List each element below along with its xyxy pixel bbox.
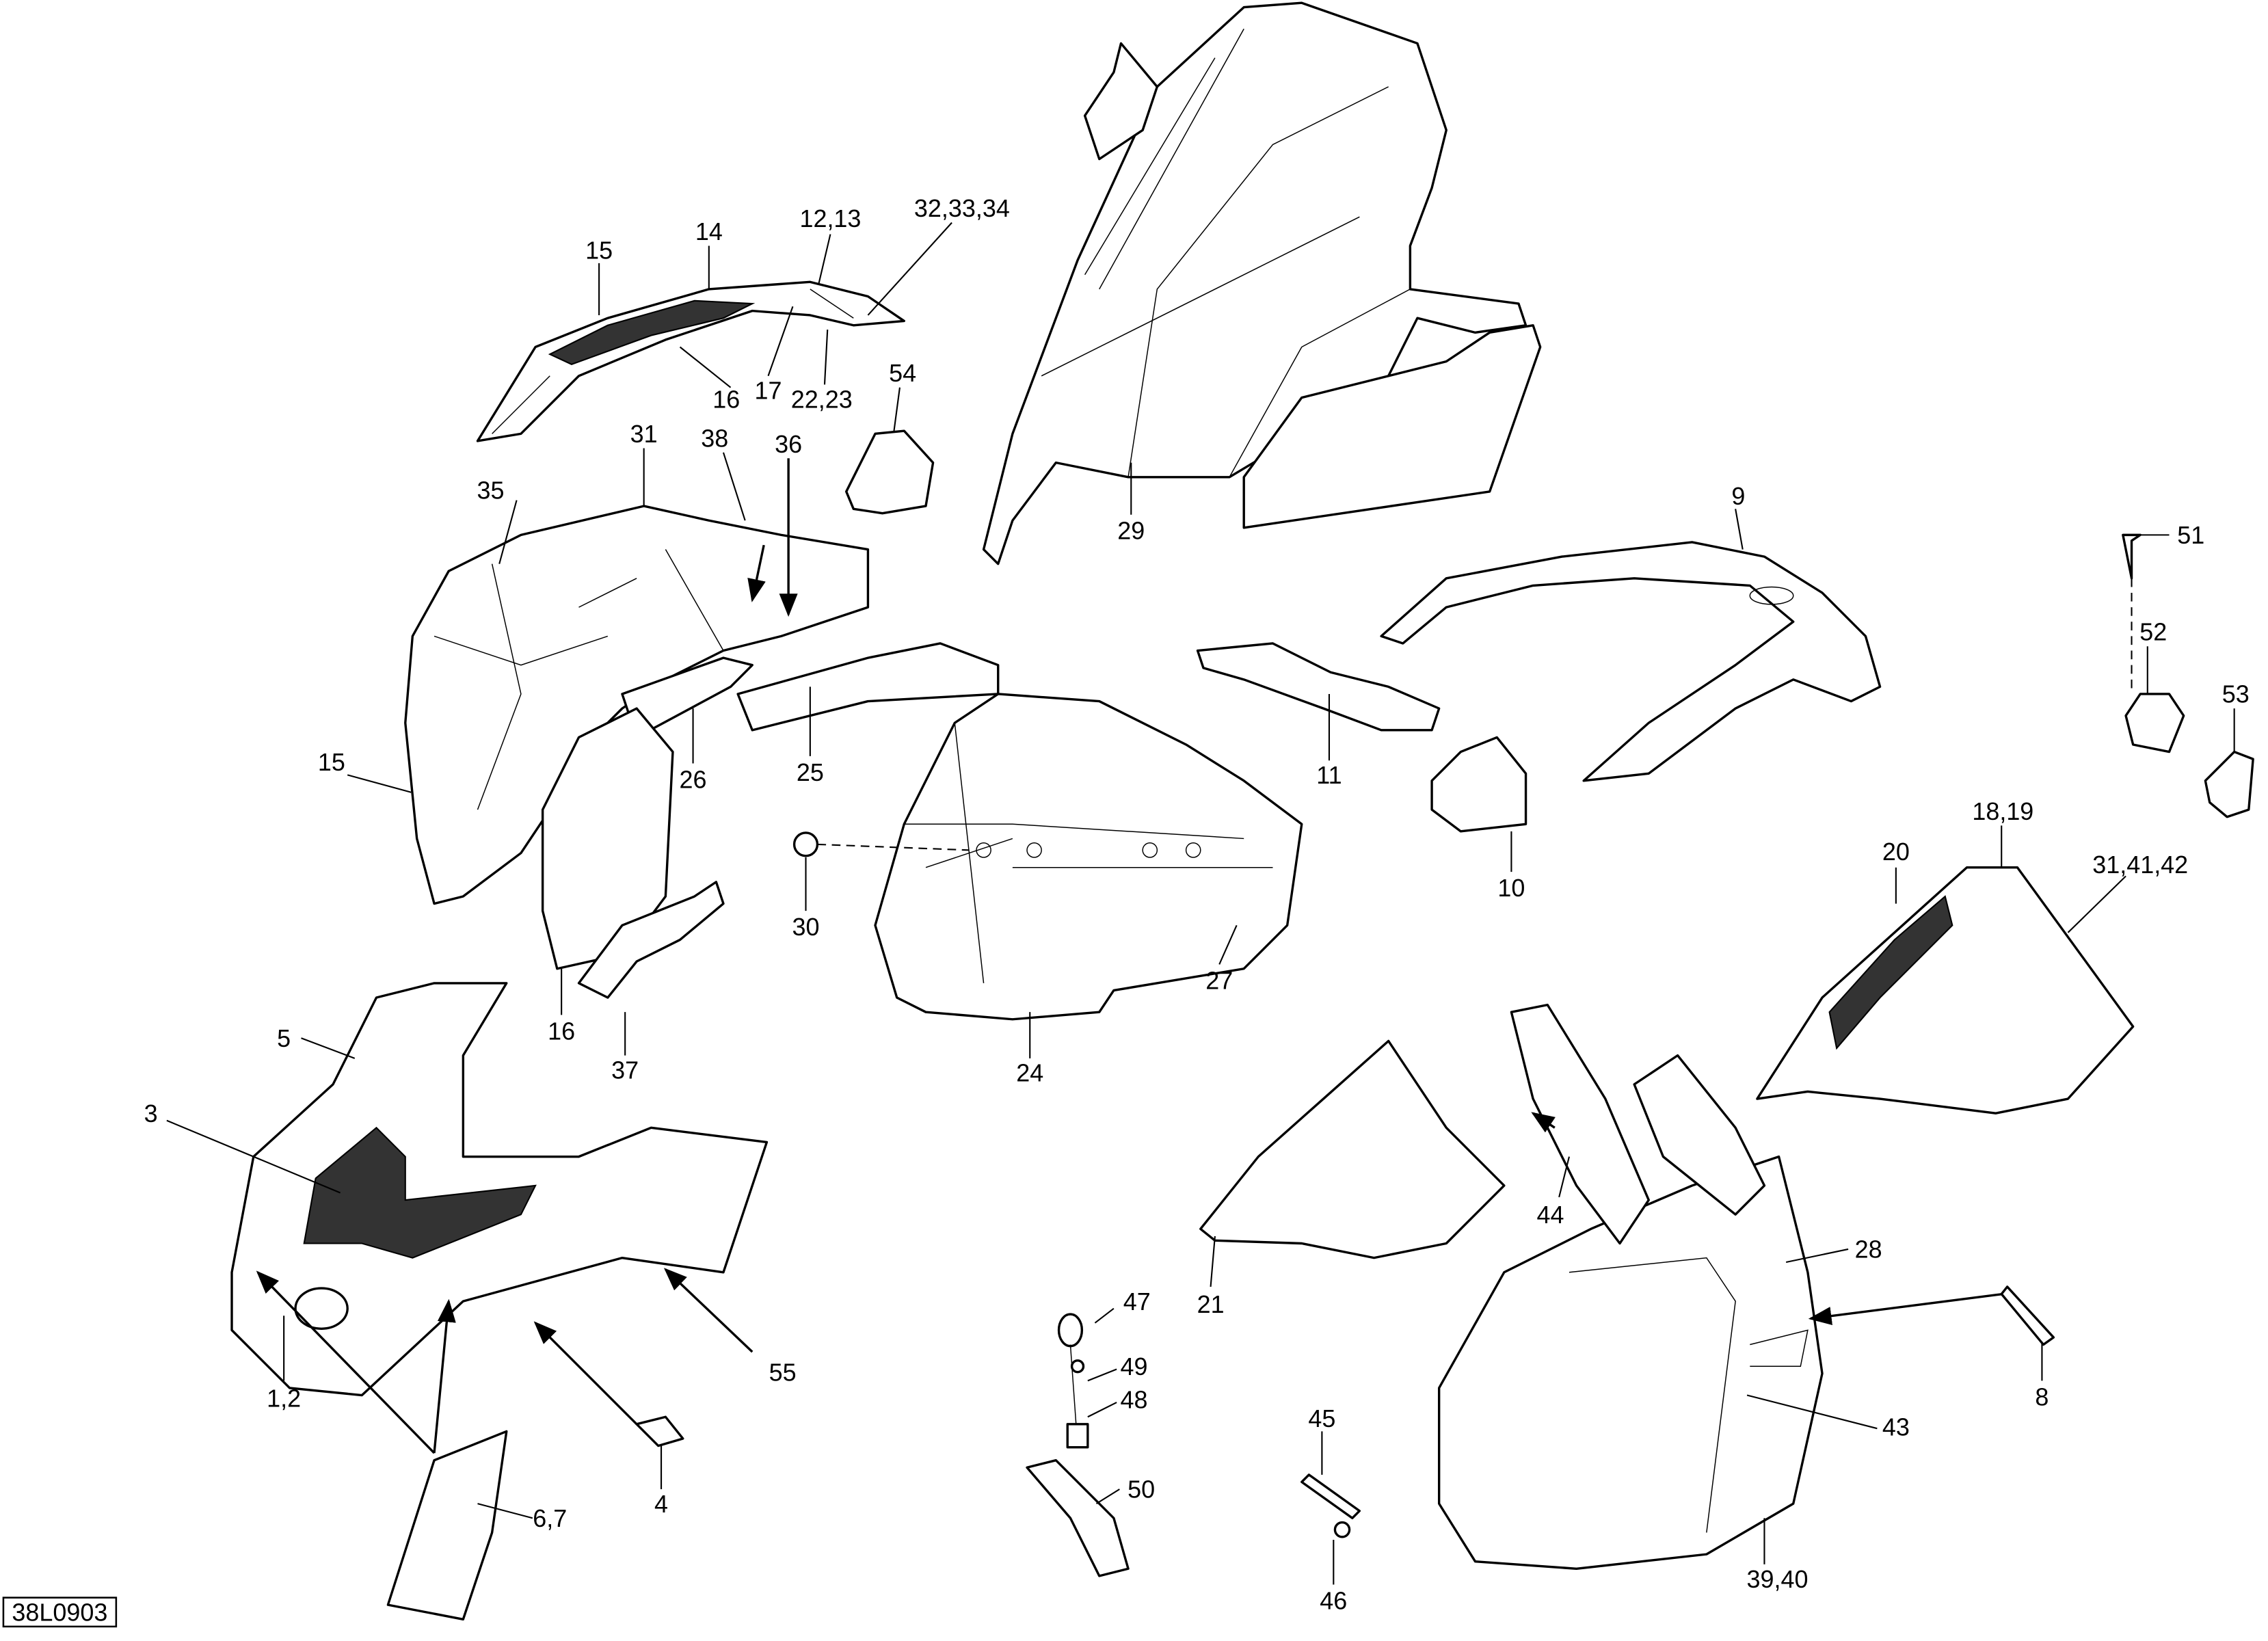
callout-labels: 15 14 12,13 32,33,34 16 17 22,23 54 31 3…: [144, 194, 2250, 1614]
callout-29: 29: [1117, 517, 1145, 545]
callout-12-13: 12,13: [799, 204, 861, 232]
part-upper-vent-panel: [476, 280, 905, 442]
callout-39-40: 39,40: [1747, 1565, 1809, 1593]
callout-15: 15: [585, 237, 613, 265]
callout-26: 26: [680, 765, 707, 793]
callout-54: 54: [889, 359, 916, 387]
callout-51: 51: [2177, 521, 2204, 549]
callout-16b: 16: [548, 1017, 575, 1045]
callout-20: 20: [1882, 838, 1910, 866]
callout-9: 9: [1731, 482, 1745, 510]
callout-38: 38: [701, 424, 728, 452]
callout-1-2: 1,2: [267, 1384, 301, 1412]
callout-50: 50: [1128, 1476, 1155, 1504]
callout-48: 48: [1121, 1386, 1148, 1414]
callout-4: 4: [654, 1490, 668, 1518]
part-side-panel-39-40: [1437, 1003, 1824, 1570]
part-windshield-29: [982, 1, 1542, 565]
callout-31: 31: [630, 420, 658, 448]
callout-30: 30: [792, 913, 820, 941]
callout-49: 49: [1121, 1352, 1148, 1380]
callout-43: 43: [1882, 1413, 1910, 1441]
part-fastener-set: [2122, 533, 2254, 818]
callout-17: 17: [755, 377, 782, 405]
callout-32-33-34: 32,33,34: [914, 194, 1010, 222]
callout-37: 37: [611, 1056, 639, 1084]
callout-24: 24: [1016, 1059, 1043, 1087]
part-11: [1196, 642, 1441, 732]
callout-52: 52: [2139, 618, 2167, 646]
callout-10: 10: [1497, 874, 1525, 902]
callout-45: 45: [1308, 1404, 1335, 1432]
callout-27: 27: [1205, 966, 1233, 994]
reference-code: 38L0903: [12, 1598, 107, 1626]
callout-11: 11: [1316, 761, 1342, 789]
callout-5: 5: [277, 1024, 291, 1052]
callout-47: 47: [1123, 1288, 1151, 1316]
callout-36: 36: [775, 430, 802, 458]
callout-31-41-42: 31,41,42: [2092, 851, 2188, 879]
leader-lines: [166, 222, 2235, 1585]
part-rear-frame-9: [1380, 541, 1882, 782]
part-54: [845, 429, 935, 515]
callout-3: 3: [144, 1099, 158, 1128]
reference-code-box: 38L0903: [2, 1597, 118, 1628]
callout-21: 21: [1197, 1290, 1225, 1318]
callout-16: 16: [712, 385, 740, 413]
callout-53: 53: [2222, 680, 2250, 708]
callout-15b: 15: [318, 748, 345, 776]
callout-28: 28: [1855, 1236, 1882, 1264]
part-hardware-small: [1026, 1285, 2055, 1577]
part-side-vent-18-20: [1756, 866, 2135, 1115]
callout-44: 44: [1536, 1201, 1564, 1229]
callout-14: 14: [695, 217, 723, 245]
part-main-body-24: [792, 693, 1303, 1021]
part-21: [1199, 1039, 1506, 1259]
part-side-panel-35: [404, 505, 1000, 999]
part-10: [1430, 736, 1527, 833]
part-front-nose-3: [230, 982, 769, 1620]
callout-55: 55: [769, 1358, 797, 1386]
part-grommet-30: [792, 831, 819, 857]
callout-22-23: 22,23: [791, 385, 853, 413]
callout-35: 35: [477, 477, 505, 505]
callout-6-7: 6,7: [533, 1504, 567, 1532]
callout-18-19: 18,19: [1972, 797, 2033, 825]
callout-46: 46: [1320, 1586, 1347, 1614]
callout-25: 25: [797, 758, 824, 786]
callout-8: 8: [2035, 1383, 2049, 1411]
